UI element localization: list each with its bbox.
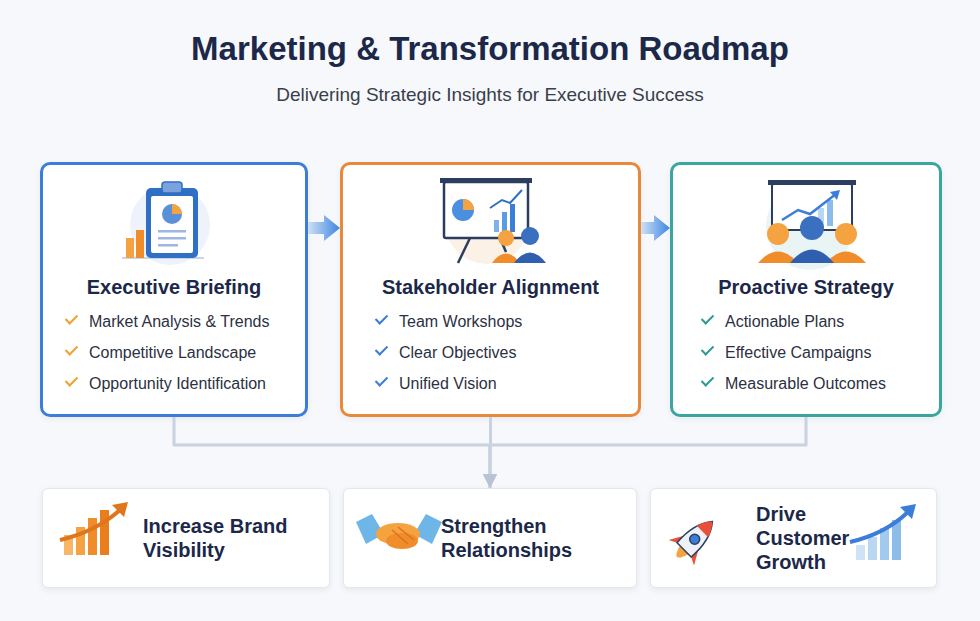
- check-mark: [701, 373, 714, 386]
- diagram-title: Marketing & Transformation Roadmap: [0, 30, 980, 68]
- bullet-row: Effective Campaigns: [701, 337, 939, 368]
- box-heading: Proactive Strategy: [673, 274, 939, 300]
- bullet-row: Unified Vision: [375, 368, 638, 399]
- bullet-item: Clear Objectives: [399, 344, 516, 361]
- outcome-text: Increase Brand Visibility: [143, 514, 308, 562]
- bullet-item: Measurable Outcomes: [725, 375, 886, 392]
- merge-connector: [489, 417, 493, 488]
- bullet-row: Clear Objectives: [375, 337, 638, 368]
- check-mark: [65, 373, 78, 386]
- outcome-text: Drive Customer Growth: [756, 502, 856, 574]
- stage-box: Stakeholder AlignmentTeam WorkshopsClear…: [340, 162, 641, 417]
- bullet-row: Market Analysis & Trends: [65, 306, 305, 337]
- outcome-card: Drive Customer Growth: [650, 488, 937, 588]
- outcome-text: Strengthen Relationships: [441, 514, 621, 562]
- merge-connector: [490, 417, 806, 488]
- check-mark: [701, 342, 714, 355]
- bullet-list: Team WorkshopsClear ObjectivesUnified Vi…: [343, 306, 638, 399]
- bullet-item: Effective Campaigns: [725, 344, 871, 361]
- merge-connector: [174, 417, 490, 488]
- outcome-card: Strengthen Relationships: [343, 488, 637, 588]
- outcome-card: Increase Brand Visibility: [42, 488, 330, 588]
- bullet-row: Actionable Plans: [701, 306, 939, 337]
- bullet-row: Measurable Outcomes: [701, 368, 939, 399]
- check-mark: [375, 373, 388, 386]
- bullet-item: Competitive Landscape: [89, 344, 256, 361]
- bullet-item: Unified Vision: [399, 375, 497, 392]
- bullet-row: Competitive Landscape: [65, 337, 305, 368]
- bullet-list: Market Analysis & TrendsCompetitive Land…: [43, 306, 305, 399]
- bullet-list: Actionable PlansEffective CampaignsMeasu…: [673, 306, 939, 399]
- bullet-item: Opportunity Identification: [89, 375, 266, 392]
- stage-box: Proactive StrategyActionable PlansEffect…: [670, 162, 942, 417]
- check-mark: [375, 342, 388, 355]
- bullet-row: Team Workshops: [375, 306, 638, 337]
- stage-box: Executive BriefingMarket Analysis & Tren…: [40, 162, 308, 417]
- check-mark: [65, 311, 78, 324]
- check-mark: [65, 342, 78, 355]
- check-mark: [375, 311, 388, 324]
- box-heading: Executive Briefing: [43, 274, 305, 300]
- box-heading: Stakeholder Alignment: [343, 274, 638, 300]
- bullet-item: Team Workshops: [399, 313, 522, 330]
- bullet-item: Actionable Plans: [725, 313, 844, 330]
- flow-arrow: [308, 215, 340, 241]
- bullet-row: Opportunity Identification: [65, 368, 305, 399]
- flow-arrow: [641, 215, 670, 241]
- check-mark: [701, 311, 714, 324]
- subtitle-label: Delivering Strategic Insights for Execut…: [0, 84, 980, 106]
- bullet-item: Market Analysis & Trends: [89, 313, 270, 330]
